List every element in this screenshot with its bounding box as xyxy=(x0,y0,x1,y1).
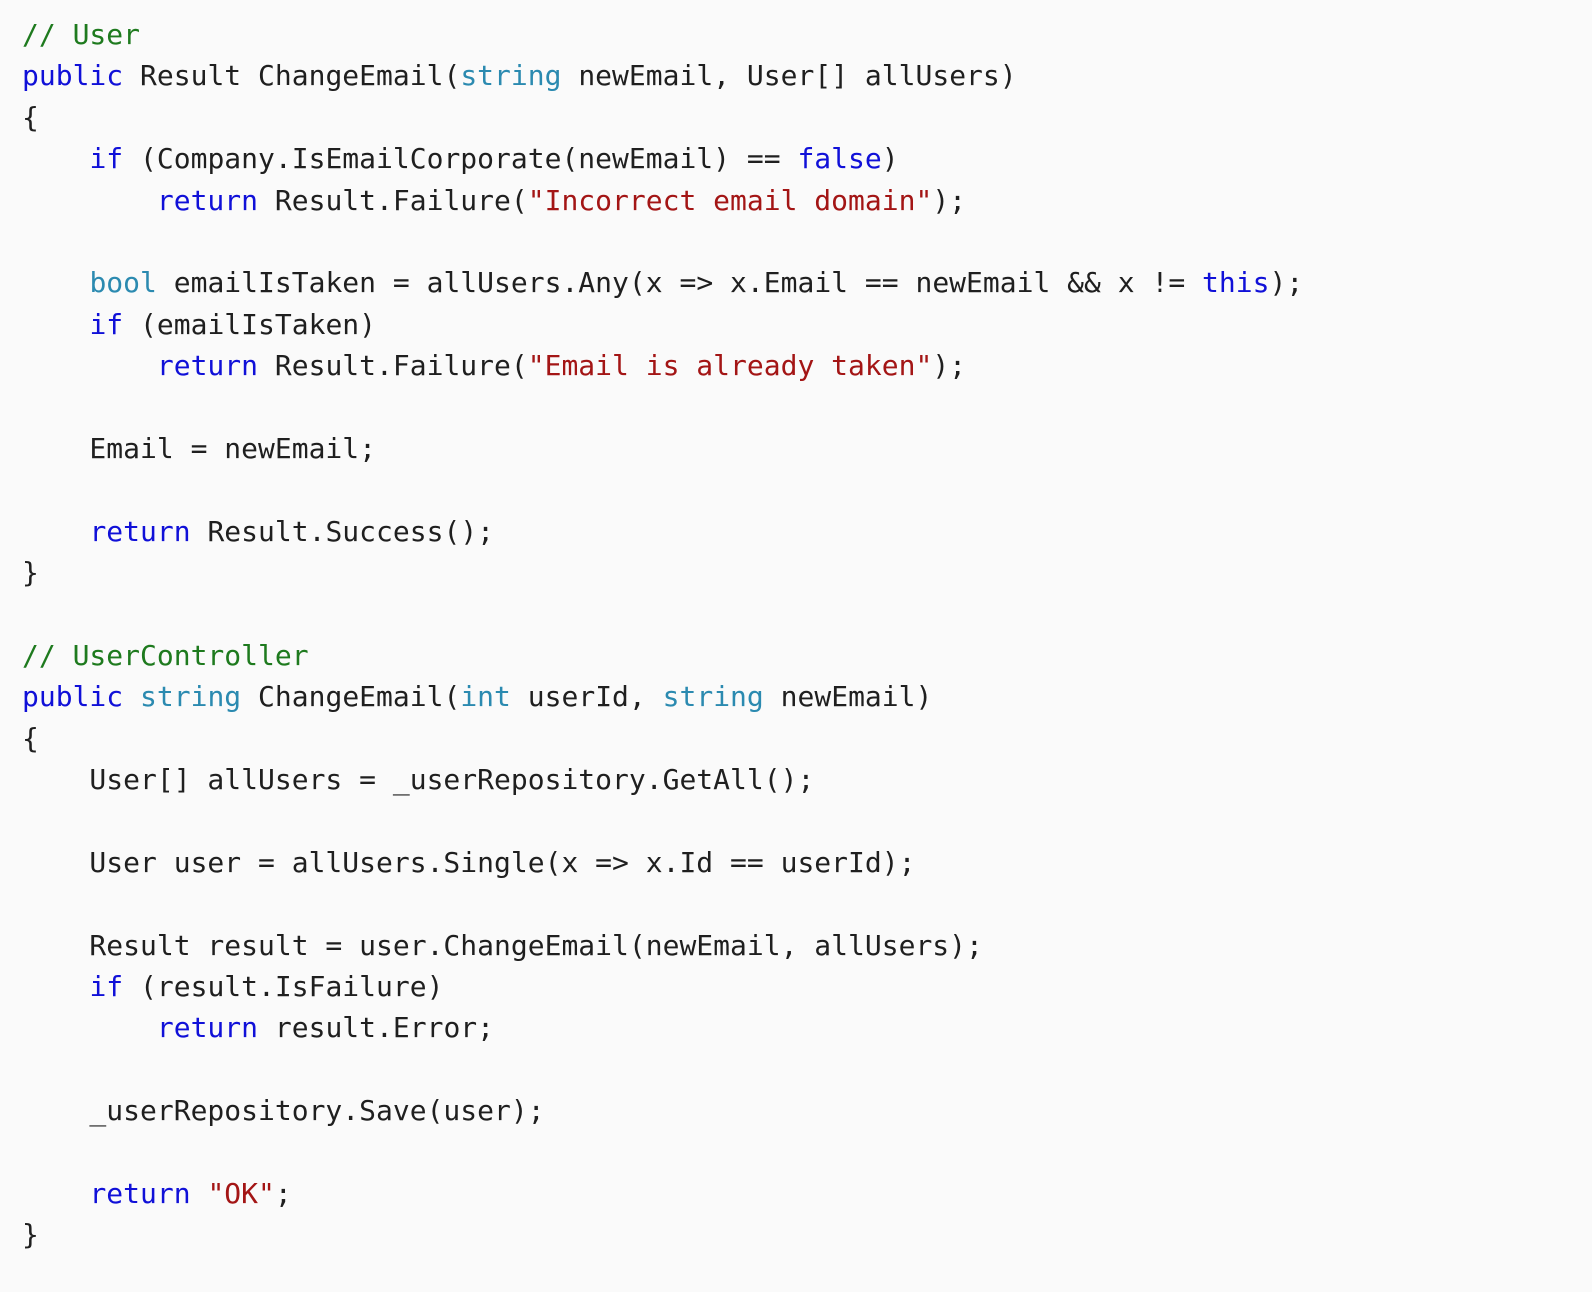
code-token-plain xyxy=(191,1177,208,1210)
code-line xyxy=(22,221,1303,262)
code-line xyxy=(22,469,1303,510)
code-token-plain xyxy=(123,680,140,713)
code-line xyxy=(22,1049,1303,1090)
code-line xyxy=(22,883,1303,924)
code-token-plain: Result.Failure( xyxy=(258,349,528,383)
code-token-string: "Incorrect email domain" xyxy=(527,183,933,217)
code-token-plain: Email = newEmail; xyxy=(22,431,377,465)
code-token-type: int xyxy=(460,680,511,714)
code-token-string: "OK" xyxy=(207,1176,275,1210)
code-token-type: string xyxy=(140,680,242,714)
code-token-keyword: public xyxy=(22,680,124,714)
code-token-type: bool xyxy=(89,266,157,300)
code-token-plain xyxy=(22,349,157,382)
code-token-plain: Result result = user.ChangeEmail(newEmai… xyxy=(22,928,983,962)
code-token-plain: emailIsTaken = allUsers.Any(x => x.Email… xyxy=(156,266,1203,300)
code-line: } xyxy=(22,552,1303,593)
code-token-plain xyxy=(22,266,89,299)
code-line: return "OK"; xyxy=(22,1173,1303,1214)
code-line: public string ChangeEmail(int userId, st… xyxy=(22,676,1303,717)
code-token-plain: User user = allUsers.Single(x => x.Id ==… xyxy=(22,845,916,879)
code-token-plain xyxy=(22,184,157,217)
code-token-plain xyxy=(22,1011,157,1044)
code-token-keyword: if xyxy=(89,969,124,1003)
code-line: User user = allUsers.Single(x => x.Id ==… xyxy=(22,842,1303,883)
code-token-keyword: this xyxy=(1202,266,1270,300)
code-line: User[] allUsers = _userRepository.GetAll… xyxy=(22,759,1303,800)
code-token-type: string xyxy=(662,680,764,714)
code-line: Result result = user.ChangeEmail(newEmai… xyxy=(22,925,1303,966)
code-token-plain: _userRepository.Save(user); xyxy=(22,1094,545,1128)
code-line: if (emailIsTaken) xyxy=(22,304,1303,345)
code-line xyxy=(22,387,1303,428)
code-line: // User xyxy=(22,14,1303,55)
code-token-string: "Email is already taken" xyxy=(527,349,933,383)
code-line: Email = newEmail; xyxy=(22,428,1303,469)
code-line: if (Company.IsEmailCorporate(newEmail) =… xyxy=(22,138,1303,179)
code-token-plain xyxy=(22,515,89,548)
code-token-plain xyxy=(22,142,89,175)
code-line: if (result.IsFailure) xyxy=(22,966,1303,1007)
code-line: return Result.Failure("Incorrect email d… xyxy=(22,180,1303,221)
code-token-plain: newEmail) xyxy=(763,680,933,714)
code-token-plain: userId, xyxy=(510,680,663,714)
code-line: return Result.Success(); xyxy=(22,511,1303,552)
code-token-keyword: return xyxy=(156,1011,259,1045)
code-token-keyword: return xyxy=(89,1176,191,1210)
code-token-keyword: return xyxy=(156,349,259,383)
code-token-plain xyxy=(22,970,89,1003)
code-token-keyword: return xyxy=(89,514,191,548)
code-token-plain: result.Error; xyxy=(258,1011,495,1045)
code-token-plain: (emailIsTaken) xyxy=(123,307,377,341)
code-token-keyword: false xyxy=(797,142,882,176)
code-line: return result.Error; xyxy=(22,1007,1303,1048)
code-token-keyword: public xyxy=(22,59,124,93)
code-line xyxy=(22,1132,1303,1173)
code-line: } xyxy=(22,1214,1303,1255)
code-token-comment: // User xyxy=(22,18,141,51)
code-line: public Result ChangeEmail(string newEmai… xyxy=(22,55,1303,96)
code-token-comment: // UserController xyxy=(22,638,309,672)
code-token-plain: Result.Success(); xyxy=(190,514,495,548)
code-token-plain: ); xyxy=(932,183,967,217)
code-token-plain: ChangeEmail( xyxy=(241,680,461,714)
code-token-plain: ); xyxy=(932,349,967,383)
code-token-plain xyxy=(22,1177,89,1210)
code-line: bool emailIsTaken = allUsers.Any(x => x.… xyxy=(22,262,1303,303)
code-token-plain: ; xyxy=(274,1176,292,1210)
code-line: _userRepository.Save(user); xyxy=(22,1090,1303,1131)
code-token-plain: ); xyxy=(1269,266,1304,300)
code-token-plain: } xyxy=(22,556,39,590)
code-token-plain: } xyxy=(22,1218,39,1252)
code-token-plain: User[] allUsers = _userRepository.GetAll… xyxy=(22,763,815,797)
code-token-plain: (Company.IsEmailCorporate(newEmail) == xyxy=(123,142,798,176)
code-line xyxy=(22,593,1303,634)
code-line: // UserController xyxy=(22,635,1303,676)
code-token-keyword: if xyxy=(89,142,124,176)
code-line: { xyxy=(22,718,1303,759)
code-token-plain: Result.Failure( xyxy=(258,183,528,217)
code-line: return Result.Failure("Email is already … xyxy=(22,345,1303,386)
code-token-plain: { xyxy=(22,721,39,755)
code-token-plain: newEmail, User[] allUsers) xyxy=(561,59,1017,93)
code-token-plain: (result.IsFailure) xyxy=(123,969,444,1003)
code-token-plain xyxy=(22,308,89,341)
code-token-plain: ) xyxy=(881,142,899,176)
code-line: { xyxy=(22,97,1303,138)
code-token-type: string xyxy=(460,59,562,93)
code-token-keyword: return xyxy=(156,183,259,217)
code-block: // User public Result ChangeEmail(string … xyxy=(22,14,1303,1256)
code-token-keyword: if xyxy=(89,307,124,341)
code-line xyxy=(22,800,1303,841)
code-token-plain: { xyxy=(22,100,39,134)
code-token-plain: Result ChangeEmail( xyxy=(123,59,461,93)
